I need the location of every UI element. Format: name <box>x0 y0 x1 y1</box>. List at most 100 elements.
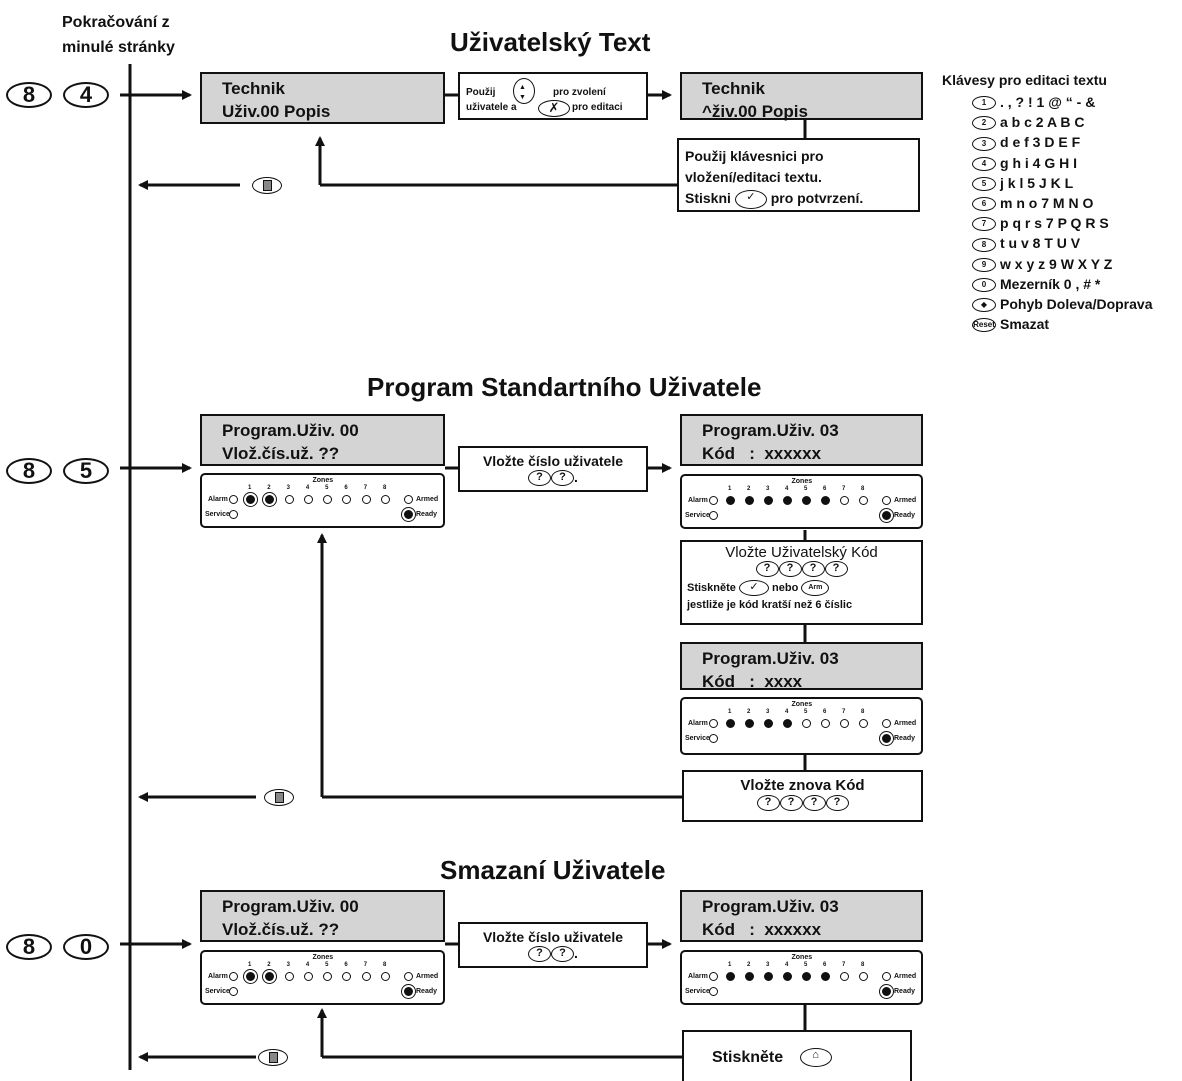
zone-led <box>342 972 352 981</box>
alarm-label: Alarm <box>688 497 708 504</box>
ready-led <box>404 987 413 996</box>
legend-key-icon: 2 <box>972 116 996 131</box>
legend-item-text: g h i 4 G H I <box>1000 154 1078 171</box>
press-label: Stiskněte <box>712 1048 784 1066</box>
ready-label: Ready <box>894 512 916 519</box>
ready-led <box>404 510 413 519</box>
instr-use: Použij <box>466 87 496 98</box>
zone-led <box>726 496 735 505</box>
service-led <box>229 987 238 996</box>
zone-number: 7 <box>363 962 368 968</box>
question-icon: ? <box>528 946 552 963</box>
zone-led <box>381 495 390 504</box>
zone-led <box>284 495 294 504</box>
service-label: Service <box>205 511 230 518</box>
zone-number: 7 <box>842 486 846 492</box>
legend-key-icon: ◆ <box>972 298 996 313</box>
zone-number: 2 <box>747 486 751 492</box>
legend-key-icon: Reset <box>972 318 996 333</box>
escape-icon[interactable] <box>258 1049 288 1066</box>
ready-label: Ready <box>894 735 916 742</box>
escape-icon[interactable] <box>252 177 282 194</box>
enter-code-title: Vložte Uživatelský Kód <box>725 544 878 561</box>
legend-item-text: . , ? ! 1 @ “ - & <box>1000 94 1096 110</box>
alarm-led <box>229 972 238 981</box>
zone-number: 3 <box>766 962 770 968</box>
zone-led <box>246 972 255 981</box>
zone-number: 7 <box>842 962 846 968</box>
lcd-display-technik-edit: Technik ^živ.00 Popis <box>680 72 923 121</box>
legend-key-icon: 9 <box>972 257 996 272</box>
section-title-user-text: Uživatelský Text <box>450 27 651 57</box>
zone-number: 7 <box>842 709 846 715</box>
armed-led <box>404 972 413 981</box>
zone-number: 1 <box>248 962 252 968</box>
key-5-button[interactable]: 5 <box>63 458 109 484</box>
legend-key-icon: 6 <box>972 197 996 212</box>
key-4-button[interactable]: 4 <box>63 82 109 108</box>
shorter-code-note: jestliže je kód kratší než 6 číslic <box>687 599 853 611</box>
legend-item: 4 g h i 4 G H I <box>972 155 1077 171</box>
key-8-button[interactable]: 8 <box>6 458 52 484</box>
zones-label: Zones <box>791 701 813 708</box>
or-label: nebo <box>772 581 799 594</box>
ready-label: Ready <box>894 988 916 995</box>
zone-led <box>840 719 849 728</box>
zone-led <box>745 496 754 505</box>
question-icon: ? <box>755 561 779 577</box>
zone-number: 4 <box>785 709 789 715</box>
zone-led <box>745 972 754 981</box>
instruction-press-delete: Stiskněte ⌂ <box>682 1030 912 1081</box>
zone-led <box>726 719 735 728</box>
zone-led <box>323 495 333 504</box>
key-8-button[interactable]: 8 <box>6 934 52 960</box>
legend-key-icon: 1 <box>972 96 996 111</box>
zone-number: 3 <box>286 962 290 968</box>
zone-number: 4 <box>305 962 310 968</box>
zone-led <box>859 719 868 728</box>
legend-key-icon: 7 <box>972 217 996 232</box>
legend-key-icon: 0 <box>972 278 996 293</box>
instruction-reenter-code: Vložte znova Kód ???? <box>682 770 923 822</box>
legend-item-text: p q r s 7 P Q R S <box>1000 215 1109 232</box>
service-led <box>709 734 718 743</box>
alarm-led <box>709 972 718 981</box>
zone-number: 5 <box>804 709 808 715</box>
instruction-enter-user-number: Vložte číslo uživatele ??. <box>458 922 648 968</box>
enter-number-label: Vložte číslo uživatele <box>482 929 624 945</box>
enter-number-label: Vložte číslo uživatele <box>482 453 624 469</box>
zone-number: 2 <box>747 962 751 968</box>
legend-item-text: Smazat <box>1000 316 1050 333</box>
question-icon: ? <box>825 795 849 812</box>
zone-number: 6 <box>344 962 348 968</box>
up-down-arrow-icon: ▲ ▼ <box>513 78 535 104</box>
question-icon: ? <box>801 561 825 577</box>
zones-label: Zones <box>312 954 334 961</box>
zone-led <box>323 972 333 981</box>
question-icon: ? <box>779 795 803 812</box>
key-0-button[interactable]: 0 <box>63 934 109 960</box>
alarm-label: Alarm <box>208 496 228 503</box>
legend-item-text: Mezerník 0 , # * <box>1000 275 1101 292</box>
zone-number: 1 <box>728 486 732 492</box>
legend-title: Klávesy pro editaci textu <box>942 72 1107 88</box>
armed-led <box>404 495 413 504</box>
legend-key-icon: 4 <box>972 156 996 171</box>
instruction-enter-code: Vložte Uživatelský Kód ???? Stiskněte ✓ … <box>680 540 923 625</box>
legend-item-text: j k l 5 J K L <box>1000 174 1074 191</box>
key-8-button[interactable]: 8 <box>6 82 52 108</box>
ready-led <box>882 987 891 996</box>
zone-led <box>361 495 371 504</box>
zone-led <box>840 972 849 981</box>
zone-number: 8 <box>861 709 865 715</box>
legend-key-icon: 8 <box>972 237 996 252</box>
armed-label: Armed <box>894 973 917 980</box>
escape-icon[interactable] <box>264 789 294 806</box>
zone-number: 8 <box>861 962 865 968</box>
